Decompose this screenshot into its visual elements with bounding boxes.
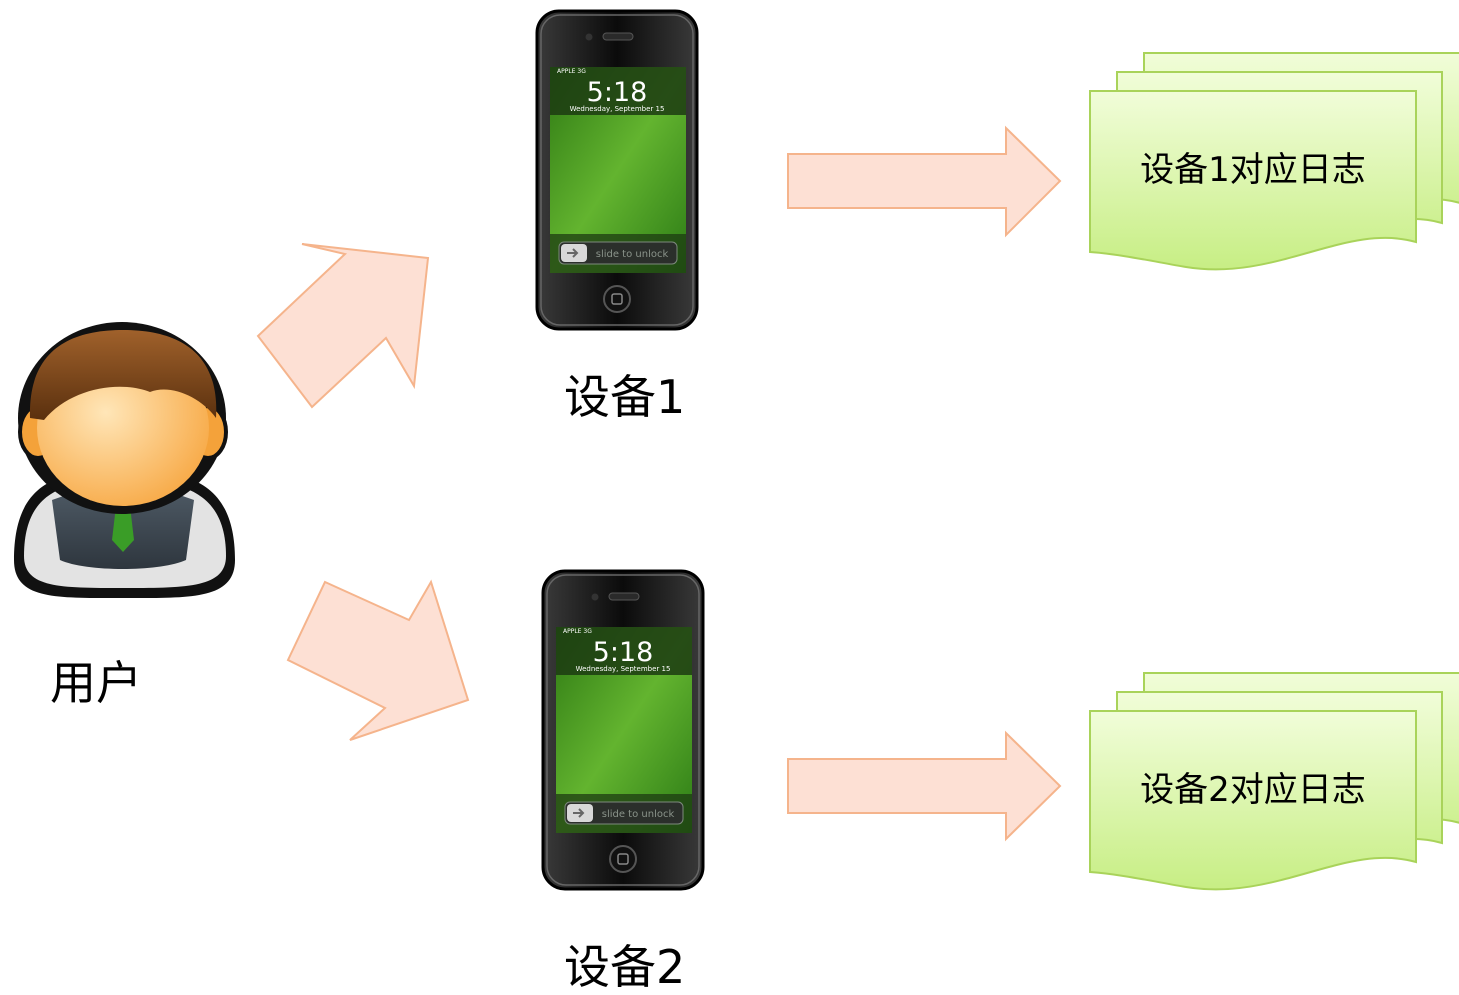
device1-label: 设备1	[564, 370, 686, 424]
phone-time: 5:18	[587, 77, 648, 108]
phone-time: 5:18	[593, 637, 654, 668]
phone-slider-text: slide to unlock	[596, 249, 669, 260]
log-doc-device2: 设备2对应日志	[1089, 672, 1459, 891]
phone-slider-text: slide to unlock	[602, 809, 675, 820]
phone-date: Wednesday, September 15	[570, 105, 665, 113]
phone-device1-icon: APPLE 3G 5:18 Wednesday, September 15 sl…	[535, 9, 699, 331]
user-avatar-icon	[14, 322, 235, 599]
phone-date: Wednesday, September 15	[576, 665, 671, 673]
phone-device2-icon: APPLE 3G 5:18 Wednesday, September 15 sl…	[541, 569, 705, 891]
arrow-device1-to-log	[787, 125, 1062, 238]
arrow-user-to-device2	[286, 579, 470, 741]
log-doc-label: 设备2对应日志	[1140, 770, 1366, 810]
log-doc-label: 设备1对应日志	[1140, 150, 1366, 190]
phone-carrier: APPLE 3G	[557, 68, 586, 75]
phone-carrier: APPLE 3G	[563, 628, 592, 635]
arrow-device2-to-log	[787, 730, 1062, 842]
arrow-user-to-device1	[256, 243, 430, 409]
log-doc-device1: 设备1对应日志	[1089, 52, 1459, 271]
user-label: 用户	[50, 656, 142, 710]
device2-label: 设备2	[564, 940, 686, 994]
